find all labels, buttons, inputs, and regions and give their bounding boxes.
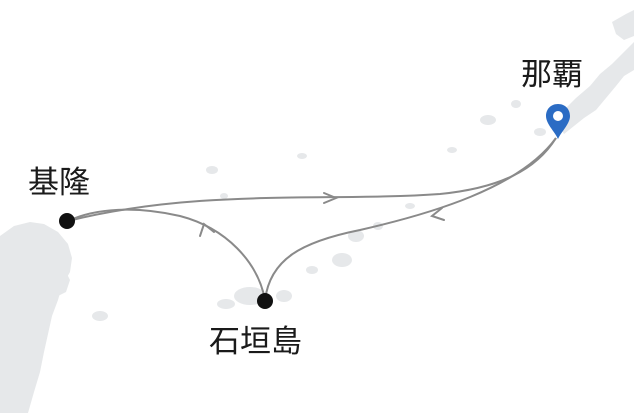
- land-okinawa: [556, 42, 634, 134]
- arrow-ishigaki-keelung-icon: [199, 222, 215, 237]
- land-okinawa-north: [612, 10, 634, 40]
- land-taiwan-coast: [52, 262, 70, 296]
- routes: [67, 137, 557, 301]
- route-naha-ishigaki: [264, 137, 557, 301]
- arrow-naha-ishigaki-icon: [429, 207, 445, 221]
- city-label-ishigaki: 石垣島: [209, 324, 302, 360]
- city-label-keelung: 基隆: [28, 165, 90, 201]
- land-taiwan: [0, 222, 72, 413]
- route-ishigaki-keelung: [67, 208, 266, 301]
- route-keelung-naha: [67, 137, 557, 222]
- city-label-naha: 那覇: [521, 57, 583, 93]
- keelung-dot[interactable]: [59, 213, 75, 229]
- direction-arrows: [199, 192, 445, 237]
- location-pin-icon[interactable]: [546, 104, 570, 139]
- arrow-keelung-naha-icon: [323, 192, 339, 204]
- ishigaki-dot[interactable]: [257, 293, 273, 309]
- small-islands: [92, 100, 546, 321]
